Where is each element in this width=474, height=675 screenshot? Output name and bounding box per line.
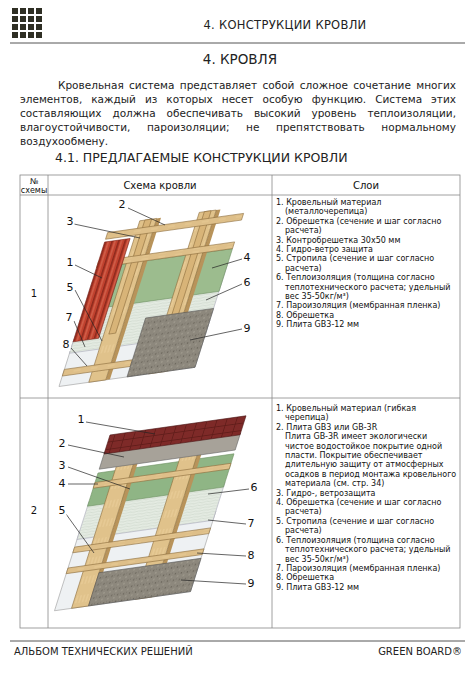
layer-item: 5. Стропила (сечение и шаг согласно расч… [276, 254, 458, 273]
callout-number: 1 [77, 414, 86, 426]
layer-item: 3. Гидро-, ветрозащита [276, 489, 458, 498]
callout-number: 4 [58, 478, 67, 490]
callout-number: 7 [247, 518, 256, 530]
callout-number: 5 [58, 505, 67, 517]
row-number: 2 [20, 505, 48, 516]
layer-item: 2. Плита GB3 или GB-3R [276, 423, 458, 432]
footer-brand: GREEN BOARD® [300, 646, 462, 657]
layer-item: 7. Пароизоляция (мембранная пленка) [276, 301, 458, 310]
layer-item: 4. Гидро-ветро защита [276, 245, 458, 254]
table-header: № схемы [20, 177, 48, 195]
intro-paragraph: Кровельная система представляет собой сл… [20, 78, 456, 148]
layer-item: 8. Обрешетка [276, 573, 458, 582]
table-header: Слои [272, 180, 460, 191]
roof-section-1 [59, 206, 246, 387]
callout-number: 4 [243, 252, 252, 264]
layer-item: 9. Плита GB3-12 мм [276, 320, 458, 329]
callout-number: 8 [247, 550, 256, 562]
callout-number: 6 [243, 277, 252, 289]
layer-item: Плита GB-3R имеет экологически чистое во… [276, 432, 458, 488]
callout-number: 9 [247, 578, 256, 590]
layer-item: 2. Обрешетка (сечение и шаг согласно рас… [276, 217, 458, 236]
layer-item: 4. Обрешетка (сечение и шаг согласно рас… [276, 498, 458, 517]
row-number: 1 [20, 288, 48, 299]
layer-item: 6. Теплоизоляция (толщина согласно тепло… [276, 536, 458, 564]
leader-lines [66, 208, 249, 584]
callout-number: 5 [66, 282, 75, 294]
table-grid [20, 175, 460, 628]
callout-number: 3 [58, 460, 67, 472]
footer-text: АЛЬБОМ ТЕХНИЧЕСКИХ РЕШЕНИЙ [14, 646, 314, 657]
section-heading: 4.1. ПРЕДЛАГАЕМЫЕ КОНСТРУКЦИИ КРОВЛИ [55, 150, 455, 165]
table-header: Схема кровли [48, 180, 272, 191]
layer-item: 7. Пароизоляция (мембранная пленка) [276, 564, 458, 573]
header-rule [10, 43, 465, 44]
callout-number: 2 [58, 438, 67, 450]
callout-number: 2 [118, 199, 127, 211]
layer-item: 3. Контробрешетка 30х50 мм [276, 236, 458, 245]
layer-item: 1. Кровельный материал (металлочерепица) [276, 198, 458, 217]
layer-item: 9. Плита GB3-12 мм [276, 583, 458, 592]
running-header: 4. КОНСТРУКЦИИ КРОВЛИ [100, 18, 470, 32]
logo [12, 8, 42, 38]
layer-list: 1. Кровельный материал (металлочерепица)… [276, 198, 458, 330]
layer-item: 6. Теплоизоляция (толщина согласно тепло… [276, 273, 458, 301]
layer-item: 5. Стропила (сечение и шаг согласно расч… [276, 517, 458, 536]
callout-number: 3 [66, 216, 75, 228]
callout-number: 9 [243, 323, 252, 335]
callout-number: 1 [66, 257, 75, 269]
layer-list: 1. Кровельный материал (гибкая черепица)… [276, 404, 458, 592]
footer-rule [10, 641, 465, 642]
callout-number: 8 [62, 339, 71, 351]
page-title: 4. КРОВЛЯ [20, 51, 460, 67]
roof-section-2 [54, 416, 246, 611]
callout-number: 6 [250, 482, 259, 494]
callout-number: 7 [65, 312, 74, 324]
layer-item: 1. Кровельный материал (гибкая черепица) [276, 404, 458, 423]
layer-item: 8. Обрешетка [276, 311, 458, 320]
